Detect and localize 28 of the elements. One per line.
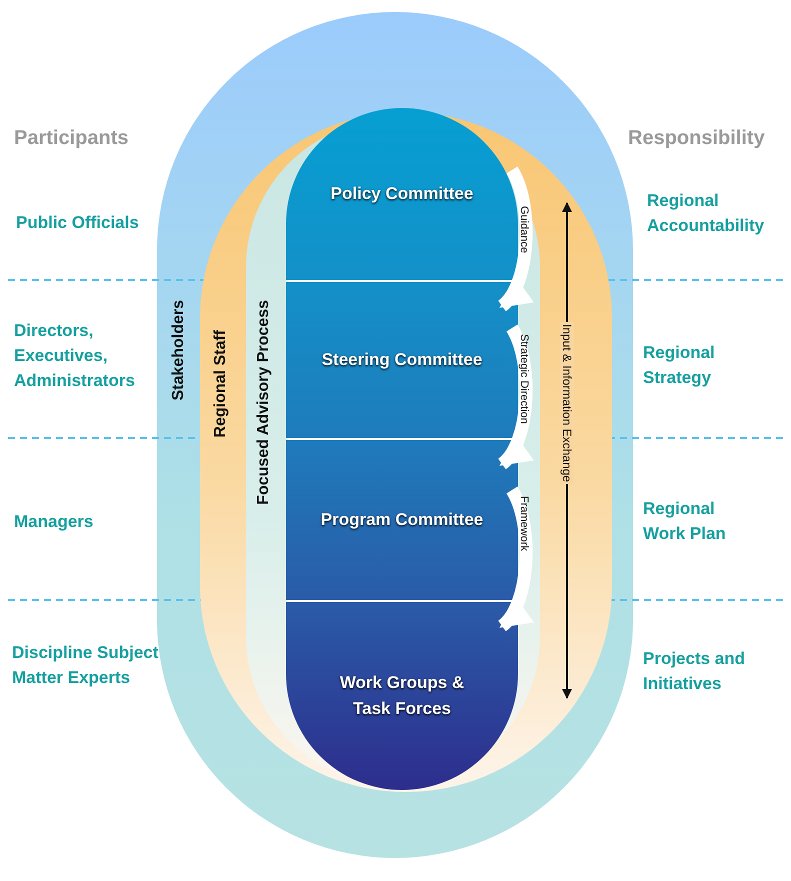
row-label: Public Officials: [16, 212, 139, 234]
edge-label: Framework: [518, 496, 530, 552]
edge-label: Input & Information Exchange: [560, 322, 574, 484]
vertical-label: Focused Advisory Process: [255, 300, 273, 505]
arrow: [562, 202, 572, 699]
edge-label: Guidance: [518, 206, 530, 254]
row-label: Managers: [14, 511, 94, 533]
row-label: Regional Accountability: [647, 190, 766, 237]
arrow: [498, 487, 534, 631]
vertical-label: Stakeholders: [170, 300, 188, 400]
row-label: Regional Strategy: [643, 342, 716, 389]
arrow: [498, 167, 534, 311]
edge-label: Strategic Direction: [518, 334, 530, 424]
row-label: Discipline Subject Matter Experts: [12, 642, 160, 689]
row-label: Regional Work Plan: [643, 498, 727, 545]
committee-label: Work Groups & Task Forces: [338, 672, 466, 720]
column-heading: Participants: [14, 126, 128, 151]
row-label: Directors, Executives, Administrators: [14, 320, 136, 392]
committee-label: Policy Committee: [330, 183, 474, 205]
committee-label: Steering Committee: [322, 349, 482, 371]
committee-label: Program Committee: [320, 509, 484, 531]
column-heading: Responsibility: [628, 126, 765, 151]
arrow: [498, 325, 534, 469]
committee-band: [286, 438, 518, 600]
vertical-label: Regional Staff: [212, 330, 230, 438]
row-label: Projects and Initiatives: [643, 648, 746, 695]
committee-band: [286, 280, 518, 438]
committee-band: [286, 108, 518, 280]
